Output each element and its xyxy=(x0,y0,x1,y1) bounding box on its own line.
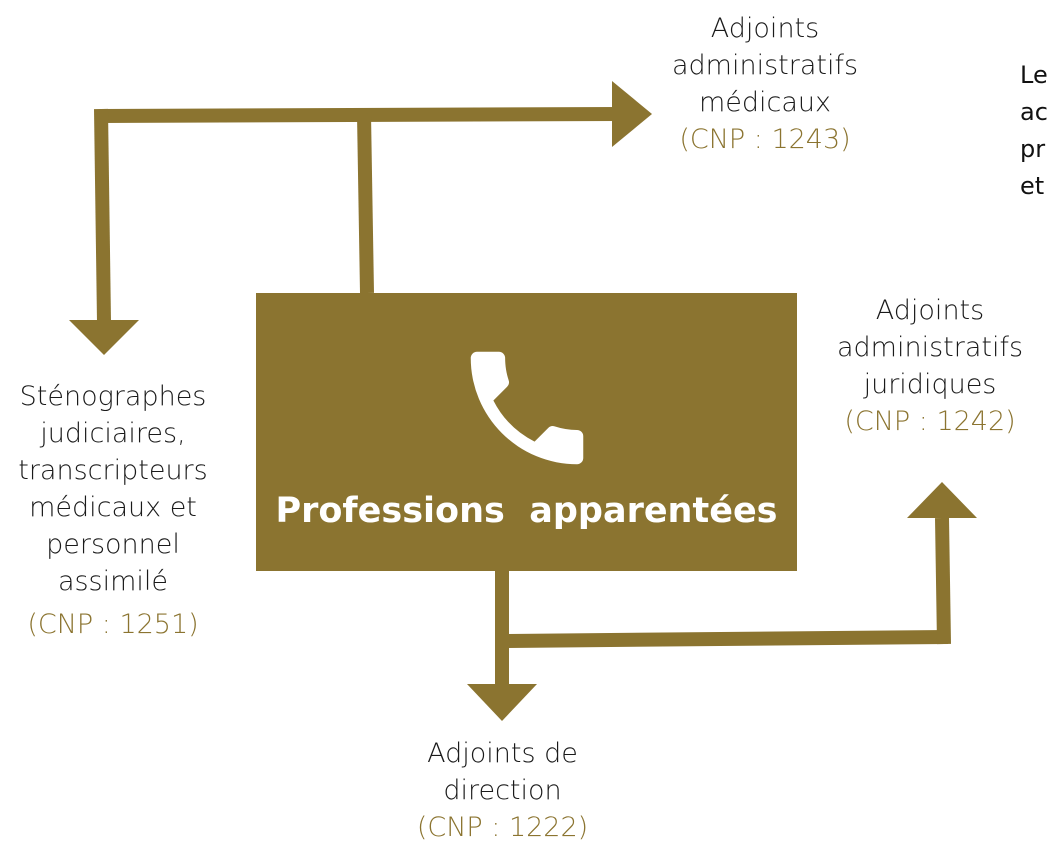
node-medicaux-code: (CNP : 1243) xyxy=(679,124,851,155)
node-medicaux-line-3: médicaux xyxy=(698,87,832,118)
node-stenographes-line-2: judiciaires, xyxy=(40,418,186,449)
node-juridiques: Adjoints administratifs juridiques (CNP … xyxy=(810,292,1050,440)
node-juridiques-line-2: administratifs xyxy=(836,332,1024,363)
arrowhead-down-stenographes xyxy=(69,320,139,355)
side-text-line-2: ac xyxy=(1020,98,1048,126)
arrowheads xyxy=(69,81,977,721)
phone-icon xyxy=(470,351,584,465)
node-juridiques-code: (CNP : 1242) xyxy=(844,406,1016,437)
node-juridiques-line-3: juridiques xyxy=(863,369,997,400)
connector-left-down xyxy=(94,108,111,323)
node-stenographes-line-6: assimilé xyxy=(57,566,169,597)
node-direction-line-2: direction xyxy=(443,775,562,806)
node-medicaux-line-1: Adjoints xyxy=(710,13,820,44)
arrowhead-right-medicaux xyxy=(612,81,652,147)
node-stenographes-line-4: médicaux et xyxy=(29,492,197,523)
arrowhead-down-direction xyxy=(467,684,537,721)
node-stenographes-line-3: transcripteurs xyxy=(18,455,208,486)
node-medicaux: Adjoints administratifs médicaux (CNP : … xyxy=(630,10,900,158)
connector-lines xyxy=(94,107,951,686)
node-direction-code: (CNP : 1222) xyxy=(416,812,589,843)
side-text-line-4: et xyxy=(1020,172,1045,200)
node-stenographes: Sténographes judiciaires, transcripteurs… xyxy=(0,378,226,643)
connector-box-up xyxy=(357,113,374,294)
node-stenographes-code: (CNP : 1251) xyxy=(27,609,199,640)
side-text-clipped: Le ac pr et xyxy=(1020,57,1048,205)
connector-right-up xyxy=(935,517,951,645)
node-juridiques-line-1: Adjoints xyxy=(875,295,985,326)
node-direction: Adjoints de direction (CNP : 1222) xyxy=(380,735,625,846)
connector-bottom-horizontal xyxy=(501,630,949,648)
node-direction-line-1: Adjoints de xyxy=(427,738,578,769)
center-box: Professions apparentées xyxy=(256,293,797,571)
node-medicaux-line-2: administratifs xyxy=(671,50,859,81)
arrowhead-up-juridiques xyxy=(907,482,977,518)
side-text-line-1: Le xyxy=(1020,61,1048,89)
center-title: Professions apparentées xyxy=(275,491,778,531)
node-stenographes-line-5: personnel xyxy=(46,529,180,560)
side-text-line-3: pr xyxy=(1020,135,1046,163)
node-stenographes-line-1: Sténographes xyxy=(19,381,207,412)
